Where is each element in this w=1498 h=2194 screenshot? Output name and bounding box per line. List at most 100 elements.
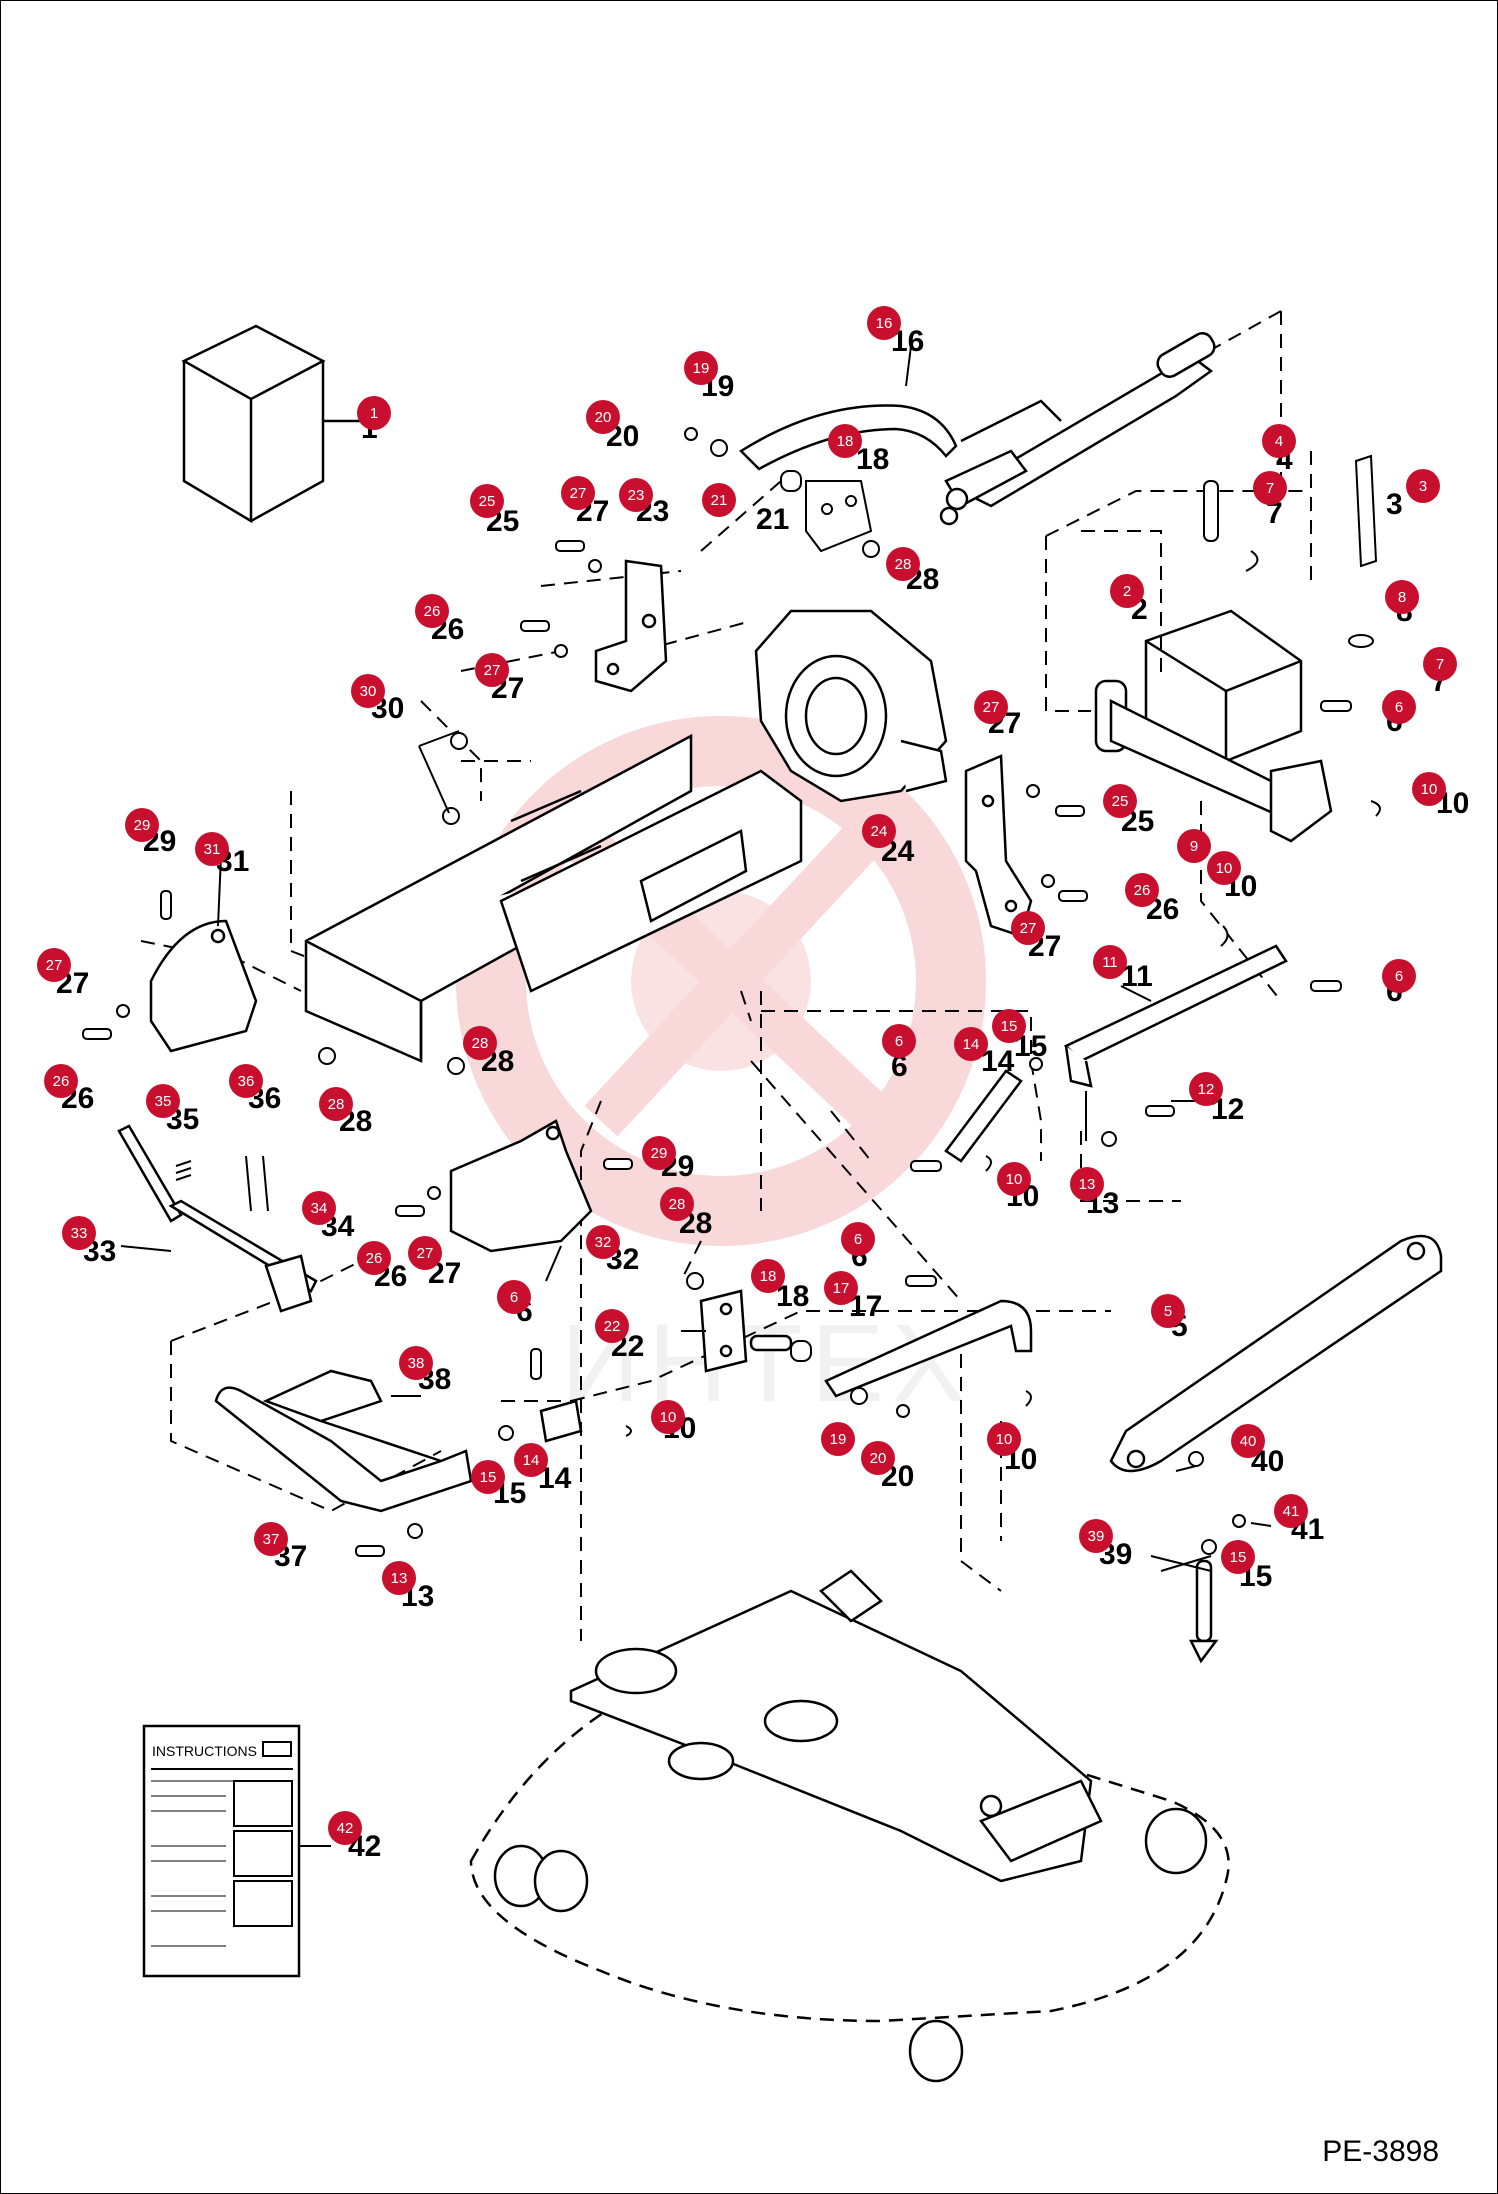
callout-number: 40	[1240, 1433, 1257, 1450]
callout-12: 12	[1189, 1072, 1223, 1106]
callout-21: 21	[702, 483, 736, 517]
callout-17: 17	[824, 1271, 858, 1305]
callout-marker	[1231, 1424, 1265, 1458]
callout-marker	[1406, 469, 1440, 503]
callout-number: 12	[1198, 1081, 1215, 1098]
callout-number: 22	[604, 1318, 621, 1335]
callout-number: 7	[1266, 480, 1274, 497]
callout-6: 6	[1382, 690, 1416, 724]
callout-marker	[619, 478, 653, 512]
callout-23: 23	[619, 478, 653, 512]
instruction-card: INSTRUCTIONS	[142, 1724, 331, 1978]
callout-3: 3	[1406, 469, 1440, 503]
callout-22: 22	[595, 1309, 629, 1343]
callout-number: 33	[71, 1225, 88, 1242]
callout-number: 27	[417, 1245, 434, 1262]
callout-6-5: 6	[497, 1280, 531, 1314]
callout-marker	[471, 1460, 505, 1494]
callout-number: 7	[1436, 656, 1444, 673]
callout-number: 39	[1088, 1528, 1105, 1545]
callout-marker	[62, 1216, 96, 1250]
callout-marker	[1423, 647, 1457, 681]
callout-marker	[475, 653, 509, 687]
part-mounting-frame	[304, 733, 803, 1063]
callout-number: 26	[1134, 882, 1151, 899]
callout-marker	[1274, 1494, 1308, 1528]
callout-2: 2	[1110, 574, 1144, 608]
callout-10-3: 10	[997, 1162, 1031, 1196]
callout-number: 28	[328, 1096, 345, 1113]
callout-marker	[382, 1561, 416, 1595]
callout-marker	[1382, 959, 1416, 993]
callout-number: 15	[480, 1469, 497, 1486]
callout-number: 17	[833, 1280, 850, 1297]
callout-29-2: 29	[642, 1136, 676, 1170]
callout-marker	[886, 547, 920, 581]
callout-number: 26	[53, 1073, 70, 1090]
callout-marker	[195, 832, 229, 866]
callout-10-2: 10	[1207, 851, 1241, 885]
callout-marker	[861, 1441, 895, 1475]
callout-32: 32	[586, 1225, 620, 1259]
callout-marker	[1382, 690, 1416, 724]
callout-number: 26	[424, 603, 441, 620]
callout-marker	[357, 396, 391, 430]
instruction-card-title: INSTRUCTIONS	[152, 1743, 257, 1759]
callout-6-4: 6	[841, 1222, 875, 1256]
callout-number: 23	[628, 487, 645, 504]
svg-text:21: 21	[756, 503, 789, 536]
callout-number: 1	[370, 405, 378, 422]
callout-number: 9	[1190, 838, 1198, 855]
part-hitch-bracket	[1094, 609, 1333, 843]
callout-14: 14	[954, 1027, 988, 1061]
callout-28-3: 28	[319, 1087, 353, 1121]
callout-39: 39	[1079, 1519, 1113, 1553]
callout-number: 38	[408, 1355, 425, 1372]
callout-marker	[357, 1241, 391, 1275]
callout-4: 4	[1262, 424, 1296, 458]
callout-18-2: 18	[751, 1259, 785, 1293]
small-hardware	[82, 427, 1381, 1557]
callout-number: 6	[895, 1033, 903, 1050]
part-lift-link	[1063, 944, 1288, 1088]
callout-number: 34	[311, 1200, 328, 1217]
callout-marker	[586, 1225, 620, 1259]
part-lift-frame	[214, 1369, 473, 1513]
callout-5: 5	[1151, 1294, 1185, 1328]
callout-marker	[146, 1084, 180, 1118]
callout-marker	[1079, 1519, 1113, 1553]
callout-number: 42	[337, 1820, 354, 1837]
callout-27-5: 27	[37, 948, 71, 982]
callout-number: 10	[1421, 781, 1438, 798]
part-clevis	[539, 1069, 1023, 1443]
callout-10-5: 10	[651, 1400, 685, 1434]
callout-number: 16	[876, 315, 893, 332]
callout-number: 35	[155, 1093, 172, 1110]
callout-20: 20	[586, 400, 620, 434]
callout-35: 35	[146, 1084, 180, 1118]
callout-number: 10	[1006, 1171, 1023, 1188]
callout-number: 31	[204, 841, 221, 858]
callout-marker	[1070, 1167, 1104, 1201]
callout-13: 13	[1070, 1167, 1104, 1201]
callout-layer: 1234566666778910101010101112131314141515…	[37, 306, 1457, 1845]
callout-25: 25	[470, 484, 504, 518]
callout-number: 27	[1020, 920, 1037, 937]
callout-36: 36	[229, 1064, 263, 1098]
callout-34: 34	[302, 1191, 336, 1225]
callout-number: 29	[651, 1145, 668, 1162]
callout-number: 27	[983, 699, 1000, 716]
callout-10: 10	[1412, 772, 1446, 806]
callout-number: 18	[760, 1268, 777, 1285]
callout-37: 37	[254, 1522, 288, 1556]
part-top-link-arm	[739, 332, 1216, 526]
callout-marker	[351, 674, 385, 708]
part-lower-arm	[699, 1289, 1033, 1398]
callout-marker	[125, 808, 159, 842]
callout-marker	[44, 1064, 78, 1098]
callout-15: 15	[992, 1009, 1026, 1043]
callout-24: 24	[862, 814, 896, 848]
callout-number: 28	[895, 556, 912, 573]
